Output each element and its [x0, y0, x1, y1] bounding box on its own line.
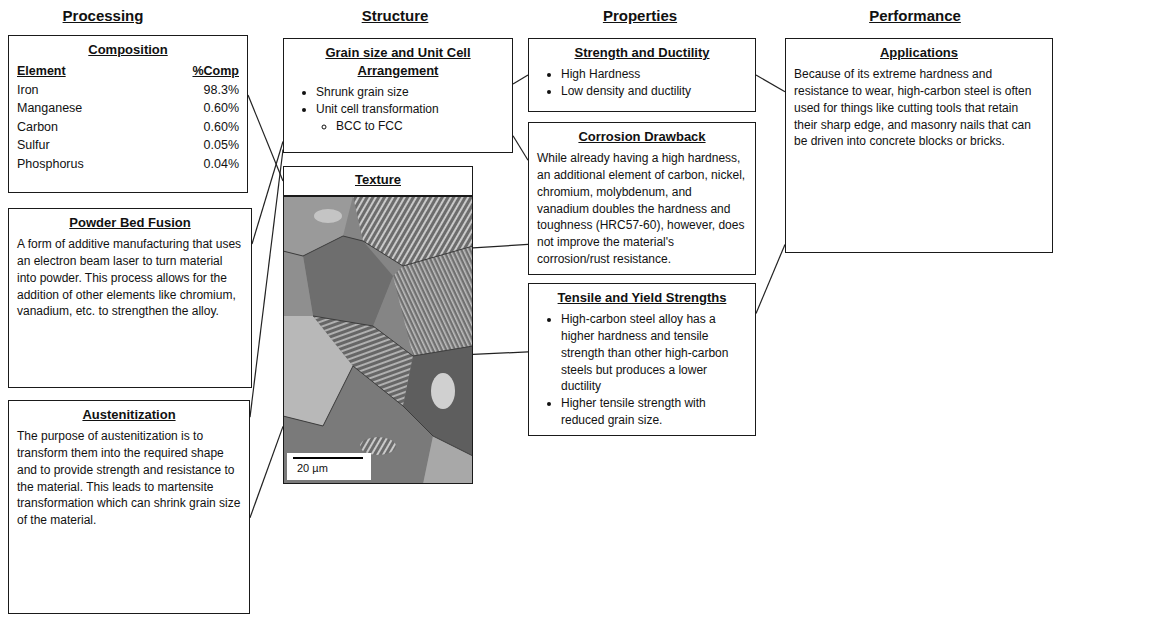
bullet-item: Low density and ductility — [561, 83, 747, 100]
grain-boundary — [283, 366, 473, 456]
table-cell: 98.3% — [192, 82, 239, 100]
micrograph-ground — [283, 196, 473, 484]
column-heading: Structure — [335, 6, 455, 26]
connector-line — [250, 426, 283, 517]
body-text: Because of its extreme hardness and resi… — [794, 66, 1044, 150]
scale-bar — [293, 457, 363, 459]
bullet-list: Shrunk grain sizeUnit cell transformatio… — [292, 84, 504, 134]
process-box: Powder Bed Fusion A form of additive manu… — [8, 208, 252, 388]
table-cell: %Comp — [192, 63, 239, 81]
column-heading: Performance — [855, 6, 975, 26]
table-cell: 0.05% — [192, 137, 239, 155]
property-box: Strength and DuctilityHigh HardnessLow d… — [528, 38, 756, 112]
column-heading: Processing — [43, 6, 163, 26]
body-text: While already having a high hardness, an… — [537, 150, 747, 268]
bullet-text: Low density and ductility — [561, 83, 747, 100]
bullet-item: High-carbon steel alloy has a higher har… — [561, 311, 747, 395]
table-cell: Manganese — [17, 100, 182, 118]
box-heading: Composition — [17, 41, 239, 59]
pearlite-grain — [393, 246, 473, 356]
grain-boundary — [313, 316, 473, 356]
property-box: Corrosion DrawbackWhile already having a… — [528, 122, 756, 275]
bullet-text: High Hardness — [561, 66, 747, 83]
table-cell: 0.60% — [192, 100, 239, 118]
scale-label: 20 µm — [297, 461, 328, 475]
body-text: The purpose of austenitization is to tra… — [17, 428, 241, 529]
grain — [283, 251, 313, 316]
connector-line — [513, 136, 528, 161]
texture-box: Texture — [283, 166, 473, 196]
composition-box: CompositionElement %CompIron 98.3% Manganes… — [8, 35, 248, 193]
connector-line — [756, 244, 785, 313]
bullet-text: Higher tensile strength with reduced gra… — [561, 395, 747, 429]
box-heading: Applications — [794, 44, 1044, 62]
column-heading: Properties — [580, 6, 700, 26]
box-heading: Strength and Ductility — [537, 44, 747, 62]
structure-box: Grain size and Unit Cell ArrangementShru… — [283, 38, 513, 153]
box-heading: Tensile and Yield Strengths — [537, 289, 747, 307]
bullet-item: Shrunk grain size — [316, 84, 504, 101]
grain-structure — [283, 196, 473, 484]
table-cell: 0.60% — [192, 119, 239, 137]
grain-boundary — [283, 236, 473, 266]
scale-bar-box: 20 µm — [287, 453, 371, 480]
table-cell: Element — [17, 63, 182, 81]
box-heading: Austenitization — [17, 406, 241, 424]
bullet-item: Higher tensile strength with reduced gra… — [561, 395, 747, 429]
connector-line — [248, 95, 283, 181]
box-heading: Powder Bed Fusion — [17, 214, 243, 232]
light-phase — [431, 373, 455, 409]
box-heading: Corrosion Drawback — [537, 128, 747, 146]
table-cell: 0.04% — [192, 156, 239, 174]
connector-line — [473, 244, 528, 247]
bullet-item: BCC to FCC — [336, 118, 504, 135]
application-box: ApplicationsBecause of its extreme hardn… — [785, 38, 1053, 253]
micrograph-frame: 20 µm — [283, 196, 473, 484]
table-cell: Carbon — [17, 119, 182, 137]
micrograph-image — [283, 196, 473, 484]
table-cell: Phosphorus — [17, 156, 182, 174]
box-heading: Texture — [292, 171, 464, 189]
process-box: AustenitizationThe purpose of austenitiz… — [8, 400, 250, 614]
bullet-list: High HardnessLow density and ductility — [537, 66, 747, 100]
body-text: A form of additive manufacturing that us… — [17, 236, 243, 320]
connector-line — [513, 75, 528, 84]
composition-table: Element %CompIron 98.3% Manganese 0.60% Carbo… — [17, 63, 239, 173]
bullet-list: High-carbon steel alloy has a higher har… — [537, 311, 747, 429]
bullet-text: BCC to FCC — [336, 118, 504, 135]
sub-list: BCC to FCC — [316, 118, 504, 135]
connector-line — [756, 75, 785, 92]
bullet-text: High-carbon steel alloy has a higher har… — [561, 311, 747, 395]
table-cell: Sulfur — [17, 137, 182, 155]
grain — [283, 366, 433, 484]
connector-line — [473, 352, 528, 355]
light-phase — [314, 209, 342, 223]
bullet-text: Shrunk grain size — [316, 84, 504, 101]
bullet-item: Unit cell transformationBCC to FCC — [316, 101, 504, 135]
bullet-text: Unit cell transformation — [316, 101, 504, 118]
bullet-item: High Hardness — [561, 66, 747, 83]
table-cell: Iron — [17, 82, 182, 100]
property-box: Tensile and Yield StrengthsHigh-carbon s… — [528, 283, 756, 436]
connector-line — [252, 142, 283, 245]
connector-line — [250, 150, 283, 418]
box-heading: Grain size and Unit Cell Arrangement — [292, 44, 504, 80]
